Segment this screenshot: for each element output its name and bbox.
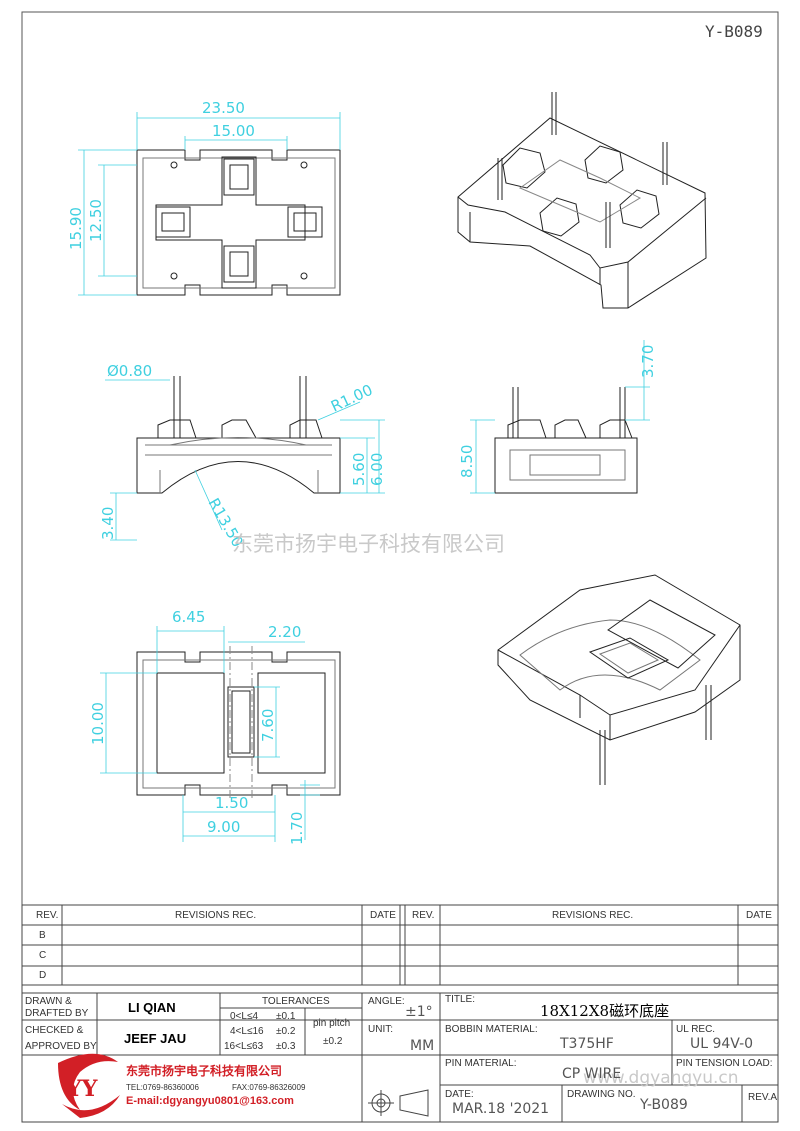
title-block-grid [21, 904, 779, 1123]
company-name: 东莞市扬宇电子科技有限公司 [126, 1064, 283, 1078]
rev-value: REV.A [748, 1092, 778, 1103]
date-header-left: DATE [370, 910, 396, 921]
approved-label: APPROVED BY [25, 1041, 97, 1052]
unit-label: UNIT: [368, 1024, 393, 1035]
side-view [494, 387, 638, 494]
dim-d2: 15.00 [212, 122, 255, 140]
isometric-view-top [457, 92, 707, 309]
dim-d15: 10.00 [89, 702, 107, 745]
unit-value: MM [410, 1038, 435, 1054]
pin-material-value: CP WIRE [562, 1066, 622, 1082]
rev-header-right: REV. [412, 910, 435, 921]
pin-material-label: PIN MATERIAL: [445, 1058, 517, 1069]
drafted-label: DRAFTED BY [25, 1008, 89, 1019]
drawing-no-value: Y-B089 [640, 1097, 688, 1113]
dim-d13: 6.45 [172, 608, 205, 626]
tolerances-label: TOLERANCES [262, 996, 330, 1007]
dim-d9: 6.00 [368, 453, 386, 486]
projection-symbol-icon [368, 1089, 429, 1117]
bottom-view [136, 646, 341, 800]
ul-rec-label: UL REC. [676, 1024, 716, 1035]
drawn-name: LI QIAN [128, 1000, 176, 1015]
tol-range-2: 4<L≤16 [230, 1026, 264, 1037]
title-value: 18X12X8磁环底座 [540, 1002, 670, 1020]
date-header-right: DATE [746, 910, 772, 921]
title-label: TITLE: [445, 994, 476, 1005]
pin-pitch-label: pin pitch [313, 1018, 351, 1029]
dim-d16: 7.60 [259, 709, 277, 742]
pin-pitch-tol: ±0.2 [323, 1036, 343, 1047]
company-logo: YY [58, 1053, 120, 1118]
drawn-label: DRAWN & [25, 996, 72, 1007]
rev-row-b: B [39, 930, 46, 941]
top-view [136, 149, 341, 296]
revisions-header-left: REVISIONS REC. [175, 910, 257, 921]
bobbin-material-label: BOBBIN MATERIAL: [445, 1024, 538, 1035]
dim-d19: 1.70 [288, 812, 306, 845]
drawing-no-label: DRAWING NO. [567, 1089, 636, 1100]
bobbin-material-value: T375HF [560, 1036, 614, 1052]
rev-header-left: REV. [36, 910, 59, 921]
front-view [136, 376, 341, 494]
drawing-code-top: Y-B089 [705, 22, 763, 41]
dimension-lines [78, 112, 650, 842]
ul-rec-value: UL 94V-0 [690, 1036, 754, 1052]
company-tel: TEL:0769-86360006 [126, 1083, 199, 1092]
dim-d8: 5.60 [350, 453, 368, 486]
dim-d7: 3.70 [639, 345, 657, 378]
revisions-header-right: REVISIONS REC. [552, 910, 634, 921]
logo-letters: YY [65, 1076, 98, 1102]
watermark-company: 东莞市扬宇电子科技有限公司 [232, 532, 505, 556]
checked-name: JEEF JAU [124, 1031, 187, 1046]
dim-d3: 15.90 [67, 207, 85, 250]
rev-row-d: D [39, 970, 47, 981]
company-fax: FAX:0769-86326009 [232, 1083, 306, 1092]
tol-range-1: 0<L≤4 [230, 1011, 259, 1022]
angle-value: ±1° [405, 1004, 433, 1020]
dim-d11: 3.40 [99, 507, 117, 540]
date-label: DATE: [445, 1089, 474, 1100]
dim-d4: 12.50 [87, 199, 105, 242]
watermark-url: www.dgyangyu.cn [583, 1068, 739, 1088]
isometric-view-bottom [497, 574, 741, 785]
tol-range-3: 16<L≤63 [224, 1041, 264, 1052]
dim-d5: Ø0.80 [107, 362, 152, 380]
tol-value-2: ±0.2 [276, 1026, 296, 1037]
date-value: MAR.18 '2021 [452, 1101, 550, 1117]
dim-d1: 23.50 [202, 99, 245, 117]
dim-d6: R1.00 [328, 381, 375, 416]
angle-label: ANGLE: [368, 996, 405, 1007]
dim-d10: 8.50 [458, 445, 476, 478]
checked-label: CHECKED & [25, 1025, 84, 1036]
tol-value-3: ±0.3 [276, 1041, 296, 1052]
dim-d17: 1.50 [215, 794, 248, 812]
rev-row-c: C [39, 950, 47, 961]
company-email: E-mail:dgyangyu0801@163.com [126, 1095, 294, 1107]
pin-tension-label: PIN TENSION LOAD: [676, 1058, 773, 1069]
tol-value-1: ±0.1 [276, 1011, 296, 1022]
dim-d14: 2.20 [268, 623, 301, 641]
dim-d18: 9.00 [207, 818, 240, 836]
